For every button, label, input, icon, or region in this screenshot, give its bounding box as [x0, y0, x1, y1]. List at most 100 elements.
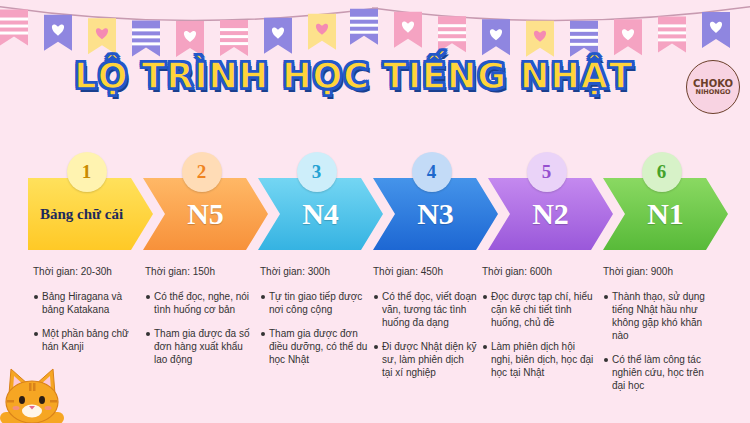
step-number: 4 [427, 161, 437, 183]
cat-stripe [50, 400, 57, 403]
bunting-flag [132, 20, 160, 56]
cat-nose [29, 406, 35, 410]
bullet-dot [146, 295, 150, 299]
flag-body [394, 12, 422, 48]
step-number: 2 [197, 161, 207, 183]
flag-body [526, 21, 554, 57]
level-label: N2 [532, 197, 569, 231]
flag-stripe [570, 36, 598, 39]
bullet-row: Có thể đọc, viết đoạn văn, tương tác tìn… [373, 290, 477, 329]
flag-stripe [0, 18, 28, 21]
step-number-circle: 3 [297, 152, 337, 192]
step-number-circle: 2 [182, 152, 222, 192]
bunting-flag [44, 15, 72, 51]
step-number-circle: 6 [642, 152, 682, 192]
bunting-flag [0, 10, 28, 46]
bullet-dot [604, 295, 608, 299]
bullet-row: Tham gia được đa số đơn hàng xuất khẩu l… [145, 327, 253, 366]
bullet-dot [261, 295, 265, 299]
bullet-row: Tham gia được đơn điều dưỡng, có thể du … [260, 327, 368, 366]
step-number: 1 [82, 161, 92, 183]
flag-stripe [438, 31, 466, 34]
flag-heart [96, 28, 108, 39]
bunting-flag [438, 16, 466, 52]
time-row: Thời gian: 150h [145, 265, 253, 278]
step-number-circle: 1 [67, 152, 107, 192]
time-row: Thời gian: 450h [373, 265, 477, 278]
bunting-flag [350, 9, 378, 45]
time-row: Thời gian: 600h [482, 265, 594, 278]
logo-badge: CHOKONIHONGO [686, 60, 740, 114]
cat-eye [39, 396, 45, 404]
bunting-flag [526, 21, 554, 57]
flag-body [658, 16, 686, 52]
bunting-flag [220, 20, 248, 56]
flag-stripe [132, 28, 160, 31]
description-text: Có thể đọc, viết đoạn văn, tương tác tìn… [382, 290, 477, 329]
bullet-dot [261, 332, 265, 336]
flag-heart [52, 25, 64, 36]
cat-stripe [29, 383, 32, 391]
bunting-flag [614, 19, 642, 55]
flag-body [132, 20, 160, 56]
flag-stripe [132, 35, 160, 38]
chevron-label: Bảng chữ cái [40, 206, 123, 223]
flag-heart [622, 29, 634, 40]
flag-stripe [220, 35, 248, 38]
cat-stripe [33, 383, 36, 391]
step-number: 3 [312, 161, 322, 183]
cat-head [6, 381, 58, 423]
chevron-fill [373, 178, 498, 250]
time-label: Thời gian: 600h [482, 265, 594, 278]
description-text: Tham gia được đa số đơn hàng xuất khẩu l… [154, 327, 253, 366]
flag-heart [316, 24, 328, 35]
bullet-row: Thành thạo, sử dụng tiếng Nhật hầu như k… [603, 290, 718, 342]
flag-stripe [570, 29, 598, 32]
chevron-fill [258, 178, 383, 250]
bunting-string [372, 6, 750, 21]
description-text: Thành thạo, sử dụng tiếng Nhật hầu như k… [612, 290, 718, 342]
flag-body [350, 9, 378, 45]
flag-stripe [220, 28, 248, 31]
title: LỘ TRÌNH HỌC TIẾNG NHẬT [74, 56, 633, 96]
flag-stripe [658, 38, 686, 41]
flag-body [176, 21, 204, 57]
description-text: Tham gia được đơn điều dưỡng, có thể du … [269, 327, 368, 366]
flag-stripe [658, 31, 686, 34]
step-number: 5 [542, 161, 552, 183]
bunting-flag [702, 12, 730, 48]
level-label: N1 [647, 197, 684, 231]
bunting-flag [570, 21, 598, 57]
bullet-dot [374, 295, 378, 299]
bullet-row: Một phần bảng chữ hán Kanji [33, 327, 139, 353]
flag-body [0, 10, 28, 46]
flag-stripe [438, 24, 466, 27]
bullet-dot [483, 295, 487, 299]
bullet-row: Làm phiên dịch hội nghị, biên dịch, học … [482, 340, 594, 379]
flag-heart [184, 31, 196, 42]
flag-heart [490, 29, 502, 40]
flag-body [308, 14, 336, 50]
flag-stripe [0, 32, 28, 35]
bullet-row: Đi được Nhật diện kỹ sư, làm phiên dịch … [373, 340, 477, 379]
chevron-fill [603, 178, 728, 250]
flag-stripe [570, 43, 598, 46]
description-text: Đi được Nhật diện kỹ sư, làm phiên dịch … [382, 340, 477, 379]
chevron-fill [488, 178, 613, 250]
flag-body [264, 18, 292, 54]
step-number-circle: 4 [412, 152, 452, 192]
bullet-row: Tự tin giao tiếp được nơi công cộng [260, 290, 368, 316]
bullet-row: Có thể làm công tác nghiên cứu, học trên… [603, 353, 718, 392]
flag-body [570, 21, 598, 57]
bunting-flag [264, 18, 292, 54]
bullet-row: Có thể đọc, nghe, nói tình huống cơ bản [145, 290, 253, 316]
time-row: Thời gian: 300h [260, 265, 368, 278]
flag-body [88, 18, 116, 54]
description-text: Có thể đọc, nghe, nói tình huống cơ bản [154, 290, 253, 316]
cat-cheek [13, 406, 20, 410]
description-text: Một phần bảng chữ hán Kanji [42, 327, 139, 353]
bunting-flag [394, 12, 422, 48]
flag-body [482, 19, 510, 55]
flag-body [438, 16, 466, 52]
